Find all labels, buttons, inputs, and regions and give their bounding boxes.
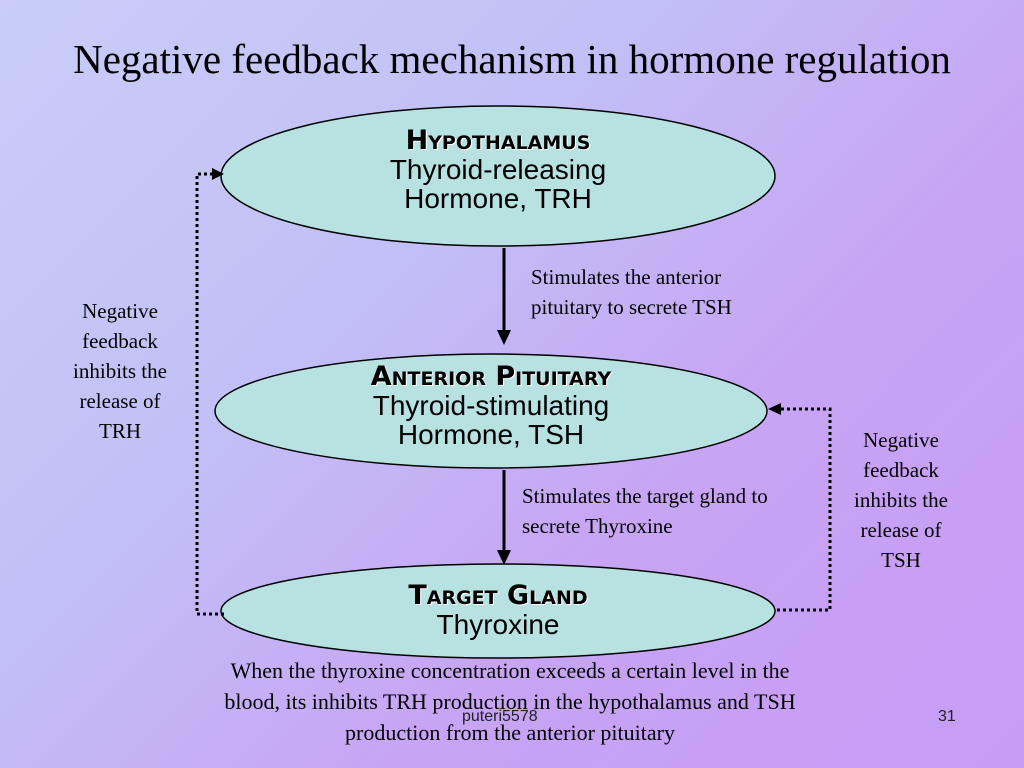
stimulation-label-1: Stimulates the anterior pituitary to sec… [531, 262, 732, 322]
stimulation-arrowhead-1 [497, 330, 511, 345]
feedback-label-left-line2: feedback [82, 329, 158, 353]
target-gland-node: Target Gland Thyroxine [218, 580, 778, 640]
feedback-loop-left [195, 172, 224, 616]
feedback-label-left-line1: Negative [82, 299, 158, 323]
anterior-pituitary-ellipse [214, 353, 768, 469]
anterior-pituitary-node: Anterior Pituitary Thyroid-stimulating H… [211, 361, 771, 450]
summary-text: When the thyroxine concentration exceeds… [150, 655, 870, 748]
feedback-label-left-line5: TRH [99, 419, 141, 443]
feedback-label-right-line3: inhibits the [854, 488, 948, 512]
feedback-loop-right [777, 407, 832, 612]
feedback-label-right-line4: release of [860, 518, 942, 542]
stimulation-label-2-line1: Stimulates the target gland to [522, 484, 768, 508]
feedback-label-left-line3: inhibits the [73, 359, 167, 383]
stimulation-arrowhead-2 [497, 550, 511, 565]
target-gland-ellipse [220, 563, 776, 659]
target-gland-heading: Target Gland [408, 580, 588, 611]
hypothalamus-heading: Hypothalamus [405, 125, 591, 156]
footer-author: puteri5578 [462, 708, 538, 725]
anterior-pituitary-hormone-line1: Thyroid-stimulating [372, 390, 610, 421]
stimulation-label-1-line2: pituitary to secrete TSH [531, 295, 732, 319]
hypothalamus-node: Hypothalamus Thyroid-releasing Hormone, … [218, 125, 778, 214]
feedback-label-left: Negative feedback inhibits the release o… [55, 296, 185, 446]
feedback-arrowhead-right [768, 403, 781, 415]
slide-title: Negative feedback mechanism in hormone r… [73, 36, 951, 82]
anterior-pituitary-hormone-line2: Hormone, TSH [397, 419, 585, 450]
summary-line2: blood, its inhibits TRH production in th… [224, 689, 796, 714]
feedback-label-right-line1: Negative [863, 428, 939, 452]
stimulation-label-1-line1: Stimulates the anterior [531, 265, 722, 289]
summary-line1: When the thyroxine concentration exceeds… [230, 658, 790, 683]
feedback-label-right-line5: TSH [881, 548, 921, 572]
anterior-pituitary-heading: Anterior Pituitary [370, 361, 612, 392]
feedback-label-left-line4: release of [79, 389, 161, 413]
feedback-label-right-line2: feedback [863, 458, 939, 482]
summary-line3: production from the anterior pituitary [345, 720, 675, 745]
feedback-label-right: Negative feedback inhibits the release o… [836, 425, 966, 575]
target-gland-hormone: Thyroxine [436, 609, 560, 640]
stimulation-label-2: Stimulates the target gland to secrete T… [522, 481, 768, 541]
hypothalamus-ellipse [220, 105, 776, 247]
hypothalamus-hormone-line1: Thyroid-releasing [389, 154, 607, 185]
page-number: 31 [938, 708, 956, 725]
feedback-arrowhead-left [212, 168, 224, 180]
stimulation-label-2-line2: secrete Thyroxine [522, 514, 673, 538]
hypothalamus-hormone-line2: Hormone, TRH [404, 183, 592, 214]
